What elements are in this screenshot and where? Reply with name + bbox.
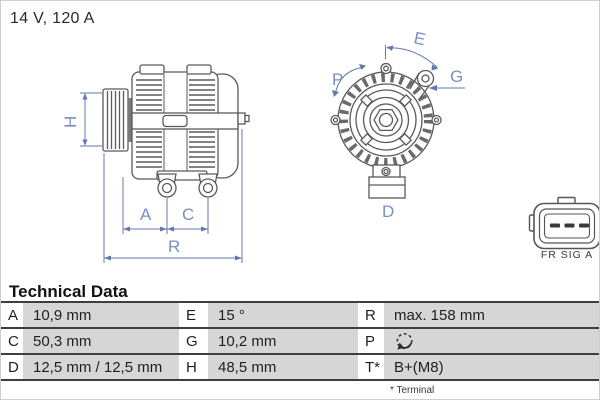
param-value-d: 12,5 mm / 12,5 mm (23, 355, 179, 379)
param-label-a: A (1, 303, 23, 327)
pulley-ribs (106, 91, 125, 149)
dim-label-r: R (168, 237, 180, 256)
mount-hole-left (161, 182, 173, 194)
dim-label-d: D (382, 202, 394, 221)
front-bottom-tab (381, 166, 391, 177)
param-label-d: D (1, 355, 23, 379)
dim-label-p: P (332, 70, 343, 89)
connector-pin-labels: FR SIG A (541, 249, 593, 261)
front-view-dimensions: P E G D (332, 28, 465, 221)
param-value-h: 48,5 mm (208, 355, 358, 379)
param-label-h: H (179, 355, 208, 379)
front-top-tab (380, 62, 392, 75)
pulley-hub (128, 98, 133, 142)
mount-hole-right (202, 182, 214, 194)
top-bracket-right (186, 64, 212, 75)
dim-label-c: C (182, 205, 194, 224)
param-value-t: B+(M8) (384, 355, 599, 379)
param-label-t: T* (358, 355, 384, 379)
param-label-g: G (179, 329, 208, 353)
param-label-r: R (358, 303, 384, 327)
shaft-center (378, 112, 394, 128)
param-value-p (384, 329, 599, 353)
dim-label-a: A (140, 205, 152, 224)
connector-pin-a (579, 223, 589, 228)
b-plus-terminal-nut (244, 114, 250, 123)
param-value-g: 10,2 mm (208, 329, 358, 353)
connector-diagram: FR SIG A (528, 196, 599, 261)
dim-label-h: H (61, 116, 80, 128)
front-teeth-ring (339, 73, 433, 167)
rating-text: 14 V, 120 A (10, 10, 95, 27)
mount-foot (368, 176, 406, 199)
param-label-c: C (1, 329, 23, 353)
param-value-c: 50,3 mm (23, 329, 179, 353)
param-label-p: P (358, 329, 384, 353)
table-footnote: * Terminal (390, 385, 435, 396)
cooling-fins (136, 79, 215, 168)
param-value-e: 15 ° (208, 303, 358, 327)
b-plus-terminal-stud (237, 112, 246, 125)
technical-data-table: A 10,9 mm E 15 ° R max. 158 mm C 50,3 mm… (1, 301, 599, 381)
dim-label-g: G (450, 67, 463, 86)
rotation-clockwise-icon (396, 332, 413, 350)
angle-e-arc (386, 47, 438, 68)
side-view-dimensions: H A C R (61, 92, 243, 263)
table-row: C 50,3 mm G 10,2 mm P (1, 327, 599, 353)
connector-pin-fr (550, 223, 560, 228)
technical-drawings: H A C R (61, 28, 599, 263)
param-value-r: max. 158 mm (384, 303, 599, 327)
param-value-a: 10,9 mm (23, 303, 179, 327)
table-row: D 12,5 mm / 12,5 mm H 48,5 mm T* B+(M8) (1, 353, 599, 381)
param-label-e: E (179, 303, 208, 327)
technical-data-title: Technical Data (9, 282, 128, 301)
front-view-drawing (330, 62, 442, 199)
front-left-tab (330, 114, 341, 126)
dim-label-e: E (412, 28, 427, 49)
connector-pin-sig (564, 223, 575, 228)
top-bracket-left (139, 64, 165, 75)
adjust-lug-hole (421, 74, 430, 83)
table-row: A 10,9 mm E 15 ° R max. 158 mm (1, 301, 599, 327)
front-right-tab (431, 114, 442, 126)
center-band-detail (162, 114, 188, 128)
side-view-drawing (102, 64, 250, 198)
